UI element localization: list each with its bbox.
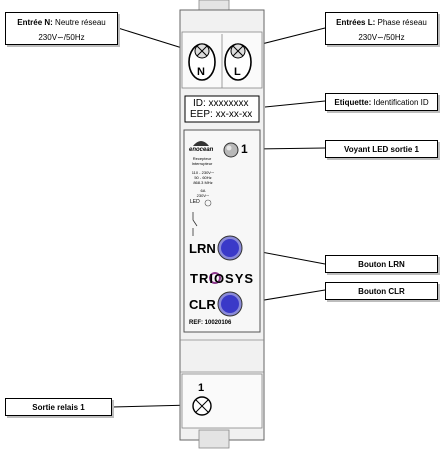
callout-etiquette: Etiquette: Identification ID	[325, 93, 438, 111]
id-text: ID: xxxxxxxx	[193, 98, 249, 109]
recepteur-text: Recepteur	[192, 156, 212, 161]
led-number: 1	[241, 142, 248, 156]
callout-led: Voyant LED sortie 1	[325, 140, 438, 158]
interrupteur-text: Interrupteur	[191, 161, 213, 166]
terminal-n-label: N	[197, 66, 205, 78]
led-indicator-icon	[223, 142, 239, 158]
spec-freq: 50 - 60Hz	[194, 175, 212, 180]
callout-neutral-line2: 230V∽/50Hz	[38, 33, 85, 42]
callout-relay: Sortie relais 1	[5, 398, 112, 416]
terminal-screw-l	[224, 43, 252, 81]
lrn-button[interactable]	[217, 235, 243, 261]
callout-phase-line2: 230V∽/50Hz	[358, 33, 405, 42]
callout-lrn: Bouton LRN	[325, 255, 438, 273]
callout-phase: Entrées L: Phase réseau 230V∽/50Hz	[325, 12, 438, 45]
leader-line-etiquette	[264, 100, 326, 108]
led-symbol-icon	[204, 199, 212, 207]
spec-amps: 6A	[200, 188, 206, 193]
terminal-screw-n	[188, 43, 216, 81]
callout-neutral: Entrée N: Neutre réseau 230V∽/50Hz	[5, 12, 118, 45]
relay-contact-icon	[192, 212, 198, 236]
id-label-box	[184, 95, 260, 123]
callout-relay-label: Sortie relais 1	[32, 403, 85, 412]
callout-clr: Bouton CLR	[325, 282, 438, 300]
callout-led-label: Voyant LED sortie 1	[344, 145, 419, 154]
brand-text: enocean	[189, 147, 214, 153]
spec-out: 230V∽	[196, 193, 210, 198]
spec-mhz: 868.3 MHz	[193, 180, 213, 185]
callout-clr-label: Bouton CLR	[358, 287, 405, 296]
callout-neutral-rest: Neutre réseau	[52, 18, 106, 27]
led-small-label: LED	[190, 199, 200, 205]
enocean-logo-icon	[193, 141, 209, 146]
callout-lrn-label: Bouton LRN	[358, 260, 405, 269]
clr-button[interactable]	[217, 291, 243, 317]
clr-label: CLR	[189, 297, 216, 312]
relay-number: 1	[198, 382, 205, 394]
callout-neutral-bold: Entrée N:	[17, 18, 53, 27]
ref-text: REF: 10020106	[189, 320, 232, 326]
callout-etiquette-bold: Etiquette:	[334, 98, 372, 107]
leader-line-relay	[111, 404, 193, 408]
callout-etiquette-rest: Identification ID	[371, 98, 429, 107]
lrn-label: LRN	[189, 241, 216, 256]
eep-text: EEP: xx-xx-xx	[190, 109, 253, 120]
triosys-logo: TRIOSYS	[190, 271, 255, 286]
terminal-l-label: L	[234, 66, 241, 78]
spec-voltage: 110 - 230V∽	[191, 170, 215, 175]
callout-phase-rest: Phase réseau	[375, 18, 427, 27]
callout-phase-bold: Entrées L:	[336, 18, 376, 27]
relay-terminal-screw	[192, 396, 212, 416]
